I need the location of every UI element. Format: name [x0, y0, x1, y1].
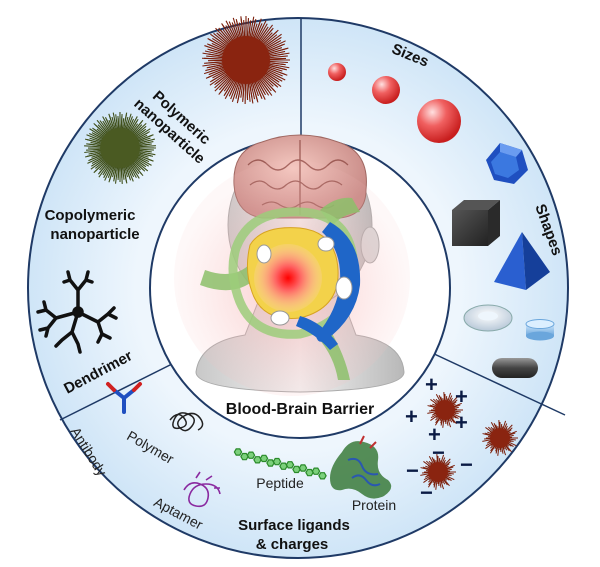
cube-icon	[452, 200, 500, 246]
disk-icon	[525, 319, 555, 341]
peptide-label: Peptide	[256, 475, 304, 491]
charge-symbols: + + + + + − − − −	[405, 372, 473, 505]
divider-left	[59, 354, 191, 421]
aptamer-icon	[183, 471, 221, 508]
polymer-icon	[169, 412, 204, 432]
protein-label: Protein	[352, 497, 396, 513]
peptide-icon	[233, 448, 327, 480]
charged-particles	[420, 392, 518, 490]
astrocyte	[316, 222, 361, 342]
bbb-illustration	[174, 134, 410, 396]
protein-icon	[330, 435, 392, 499]
sphere-large-icon	[417, 99, 461, 143]
sphere-medium-icon	[372, 76, 400, 104]
antibody-icon	[106, 382, 142, 414]
rod-icon	[492, 358, 538, 378]
plus-sign: +	[455, 384, 468, 409]
nucleus	[335, 276, 353, 300]
plus-sign: +	[425, 372, 438, 397]
plus-sign: +	[428, 422, 441, 447]
sphere-small-icon	[328, 63, 346, 81]
ligands-title-1: Surface ligands	[238, 517, 350, 534]
nucleus	[256, 244, 272, 264]
torus-icon	[463, 304, 513, 332]
dendrimer-icon	[36, 270, 118, 354]
copolymeric-nanoparticle-icon	[84, 111, 156, 184]
copolymeric-label-1: Copolymeric	[45, 207, 136, 224]
plus-sign: +	[455, 410, 468, 435]
lumen	[254, 244, 322, 312]
dodecahedron-icon	[486, 143, 528, 184]
nucleus	[317, 236, 335, 252]
pyramid-icon	[494, 232, 550, 290]
minus-sign: −	[432, 440, 445, 465]
minus-sign: −	[460, 452, 473, 477]
plus-sign: +	[405, 404, 418, 429]
copolymeric-label-2: nanoparticle	[50, 226, 139, 243]
polymeric-nanoparticle-icon	[202, 16, 290, 105]
minus-sign: −	[406, 458, 419, 483]
center-title: Blood-Brain Barrier	[226, 401, 374, 418]
minus-sign: −	[420, 480, 433, 505]
ligands-title-2: & charges	[256, 536, 329, 553]
astrocyte-foot	[296, 316, 338, 350]
nucleus	[270, 310, 290, 326]
divider-right	[414, 344, 566, 416]
